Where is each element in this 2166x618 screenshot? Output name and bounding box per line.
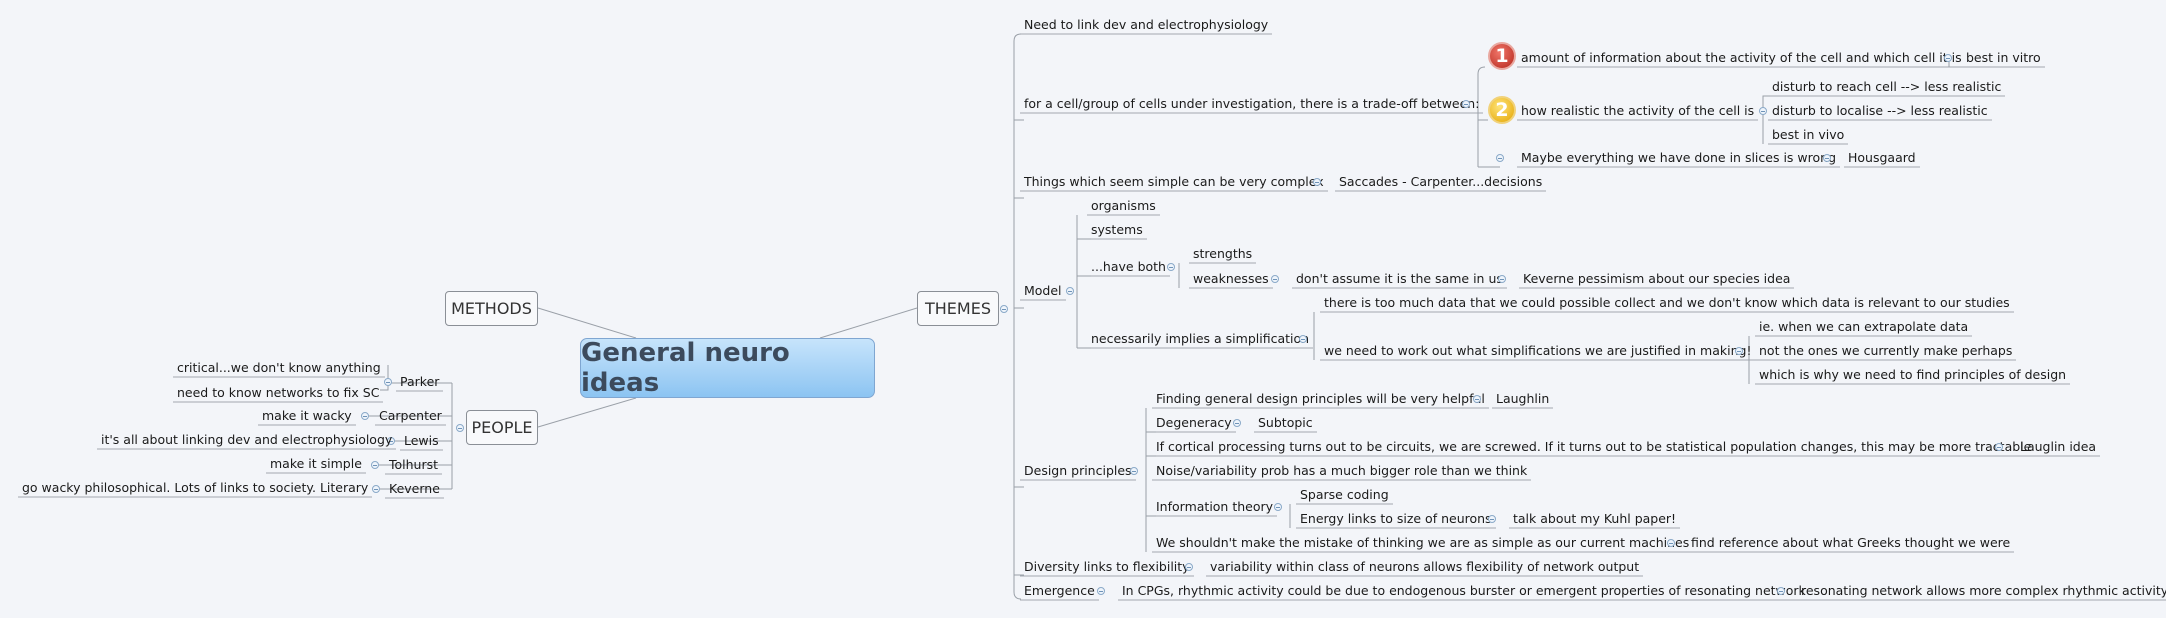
people-parker[interactable]: Parker bbox=[400, 374, 440, 389]
model-organisms[interactable]: organisms bbox=[1091, 198, 1156, 213]
collapse-icon[interactable] bbox=[372, 485, 380, 493]
people-keverne[interactable]: Keverne bbox=[389, 481, 440, 496]
collapse-icon[interactable] bbox=[1097, 587, 1105, 595]
cpgs-rhythmic[interactable]: In CPGs, rhythmic activity could be due … bbox=[1122, 583, 1806, 598]
too-much-data[interactable]: there is too much data that we could pos… bbox=[1324, 295, 2010, 310]
saccades[interactable]: Saccades - Carpenter...decisions bbox=[1339, 174, 1543, 189]
collapse-icon[interactable] bbox=[1462, 100, 1470, 108]
best-in-vivo[interactable]: best in vivo bbox=[1772, 127, 1845, 142]
collapse-icon[interactable] bbox=[1777, 587, 1785, 595]
collapse-icon[interactable] bbox=[371, 461, 379, 469]
tradeoff-realistic[interactable]: how realistic the activity of the cell i… bbox=[1521, 103, 1755, 118]
priority-1-icon: 1 bbox=[1488, 42, 1516, 70]
topic-methods[interactable]: METHODS bbox=[445, 291, 538, 326]
slices-wrong[interactable]: Maybe everything we have done in slices … bbox=[1521, 150, 1837, 165]
collapse-icon[interactable] bbox=[1274, 503, 1282, 511]
collapse-icon[interactable] bbox=[1823, 154, 1831, 162]
theme-model[interactable]: Model bbox=[1024, 283, 1062, 298]
greeks-reference[interactable]: find reference about what Greeks thought… bbox=[1691, 535, 2011, 550]
collapse-icon[interactable] bbox=[1233, 419, 1241, 427]
people-tolhurst[interactable]: Tolhurst bbox=[389, 457, 439, 472]
parker-note-1[interactable]: critical...we don't know anything bbox=[177, 360, 381, 375]
laughlin-idea[interactable]: Lauglin idea bbox=[2020, 439, 2097, 454]
collapse-icon[interactable] bbox=[1498, 275, 1506, 283]
disturb-localise[interactable]: disturb to localise --> less realistic bbox=[1772, 103, 1988, 118]
collapse-icon[interactable] bbox=[1185, 563, 1193, 571]
model-simplification[interactable]: necessarily implies a simplification bbox=[1091, 331, 1310, 346]
collapse-icon[interactable] bbox=[1759, 107, 1767, 115]
people-carpenter[interactable]: Carpenter bbox=[379, 408, 442, 423]
theme-simple-complex[interactable]: Things which seem simple can be very com… bbox=[1024, 174, 1324, 189]
collapse-icon[interactable] bbox=[1488, 515, 1496, 523]
cortical-processing[interactable]: If cortical processing turns out to be c… bbox=[1156, 439, 2032, 454]
lewis-note[interactable]: it's all about linking dev and electroph… bbox=[101, 432, 393, 447]
collapse-icon[interactable] bbox=[1066, 287, 1074, 295]
kuhl-paper[interactable]: talk about my Kuhl paper! bbox=[1513, 511, 1677, 526]
energy-links[interactable]: Energy links to size of neurons bbox=[1300, 511, 1492, 526]
disturb-reach[interactable]: disturb to reach cell --> less realistic bbox=[1772, 79, 2002, 94]
tradeoff-info[interactable]: amount of information about the activity… bbox=[1521, 50, 1962, 65]
collapse-icon[interactable] bbox=[1167, 263, 1175, 271]
laughlin[interactable]: Laughlin bbox=[1496, 391, 1550, 406]
have-both-strengths[interactable]: strengths bbox=[1193, 246, 1253, 261]
carpenter-note[interactable]: make it wacky bbox=[262, 408, 352, 423]
keverne-pessimism[interactable]: Keverne pessimism about our species idea bbox=[1523, 271, 1791, 286]
collapse-icon[interactable] bbox=[1667, 539, 1675, 547]
parker-note-2[interactable]: need to know networks to fix SC bbox=[177, 385, 380, 400]
collapse-icon[interactable] bbox=[1944, 54, 1952, 62]
subtopic[interactable]: Subtopic bbox=[1258, 415, 1313, 430]
housgaard[interactable]: Housgaard bbox=[1848, 150, 1916, 165]
collapse-icon[interactable] bbox=[384, 378, 392, 386]
collapse-icon[interactable] bbox=[387, 437, 395, 445]
work-out-simplifications[interactable]: we need to work out what simplifications… bbox=[1324, 343, 1752, 358]
topic-themes[interactable]: THEMES bbox=[917, 291, 999, 326]
not-current-ones[interactable]: not the ones we currently make perhaps bbox=[1759, 343, 2013, 358]
extrapolate-data[interactable]: ie. when we can extrapolate data bbox=[1759, 319, 1969, 334]
topic-people[interactable]: PEOPLE bbox=[466, 410, 538, 445]
best-in-vitro[interactable]: best in vitro bbox=[1966, 50, 2041, 65]
tolhurst-note[interactable]: make it simple bbox=[270, 456, 362, 471]
keverne-note[interactable]: go wacky philosophical. Lots of links to… bbox=[22, 480, 369, 495]
central-topic[interactable]: General neuro ideas bbox=[580, 338, 875, 398]
degeneracy[interactable]: Degeneracy bbox=[1156, 415, 1232, 430]
collapse-icon[interactable] bbox=[1299, 335, 1307, 343]
collapse-icon[interactable] bbox=[1000, 305, 1008, 313]
collapse-icon[interactable] bbox=[1473, 395, 1481, 403]
collapse-icon[interactable] bbox=[1735, 347, 1743, 355]
theme-design-principles[interactable]: Design principles bbox=[1024, 463, 1132, 478]
principles-of-design[interactable]: which is why we need to find principles … bbox=[1759, 367, 2067, 382]
variability-flexibility[interactable]: variability within class of neurons allo… bbox=[1210, 559, 1640, 574]
dont-assume[interactable]: don't assume it is the same in us bbox=[1296, 271, 1503, 286]
resonating-network[interactable]: resonating network allows more complex r… bbox=[1801, 583, 2166, 598]
collapse-icon[interactable] bbox=[1130, 467, 1138, 475]
theme-link-dev[interactable]: Need to link dev and electrophysiology bbox=[1024, 17, 1269, 32]
information-theory[interactable]: Information theory bbox=[1156, 499, 1274, 514]
machines-mistake[interactable]: We shouldn't make the mistake of thinkin… bbox=[1156, 535, 1690, 550]
priority-2-icon: 2 bbox=[1488, 96, 1516, 124]
collapse-icon[interactable] bbox=[1995, 443, 2003, 451]
people-lewis[interactable]: Lewis bbox=[404, 433, 439, 448]
collapse-icon[interactable] bbox=[1271, 275, 1279, 283]
collapse-icon[interactable] bbox=[1496, 154, 1504, 162]
finding-principles[interactable]: Finding general design principles will b… bbox=[1156, 391, 1485, 406]
collapse-icon[interactable] bbox=[456, 424, 464, 432]
collapse-icon[interactable] bbox=[361, 412, 369, 420]
theme-diversity[interactable]: Diversity links to flexibility bbox=[1024, 559, 1190, 574]
have-both-weaknesses[interactable]: weaknesses bbox=[1193, 271, 1269, 286]
sparse-coding[interactable]: Sparse coding bbox=[1300, 487, 1389, 502]
theme-tradeoff[interactable]: for a cell/group of cells under investig… bbox=[1024, 96, 1480, 111]
model-have-both[interactable]: ...have both bbox=[1091, 259, 1166, 274]
noise-variability[interactable]: Noise/variability prob has a much bigger… bbox=[1156, 463, 1528, 478]
collapse-icon[interactable] bbox=[1313, 178, 1321, 186]
theme-emergence[interactable]: Emergence bbox=[1024, 583, 1095, 598]
model-systems[interactable]: systems bbox=[1091, 222, 1143, 237]
